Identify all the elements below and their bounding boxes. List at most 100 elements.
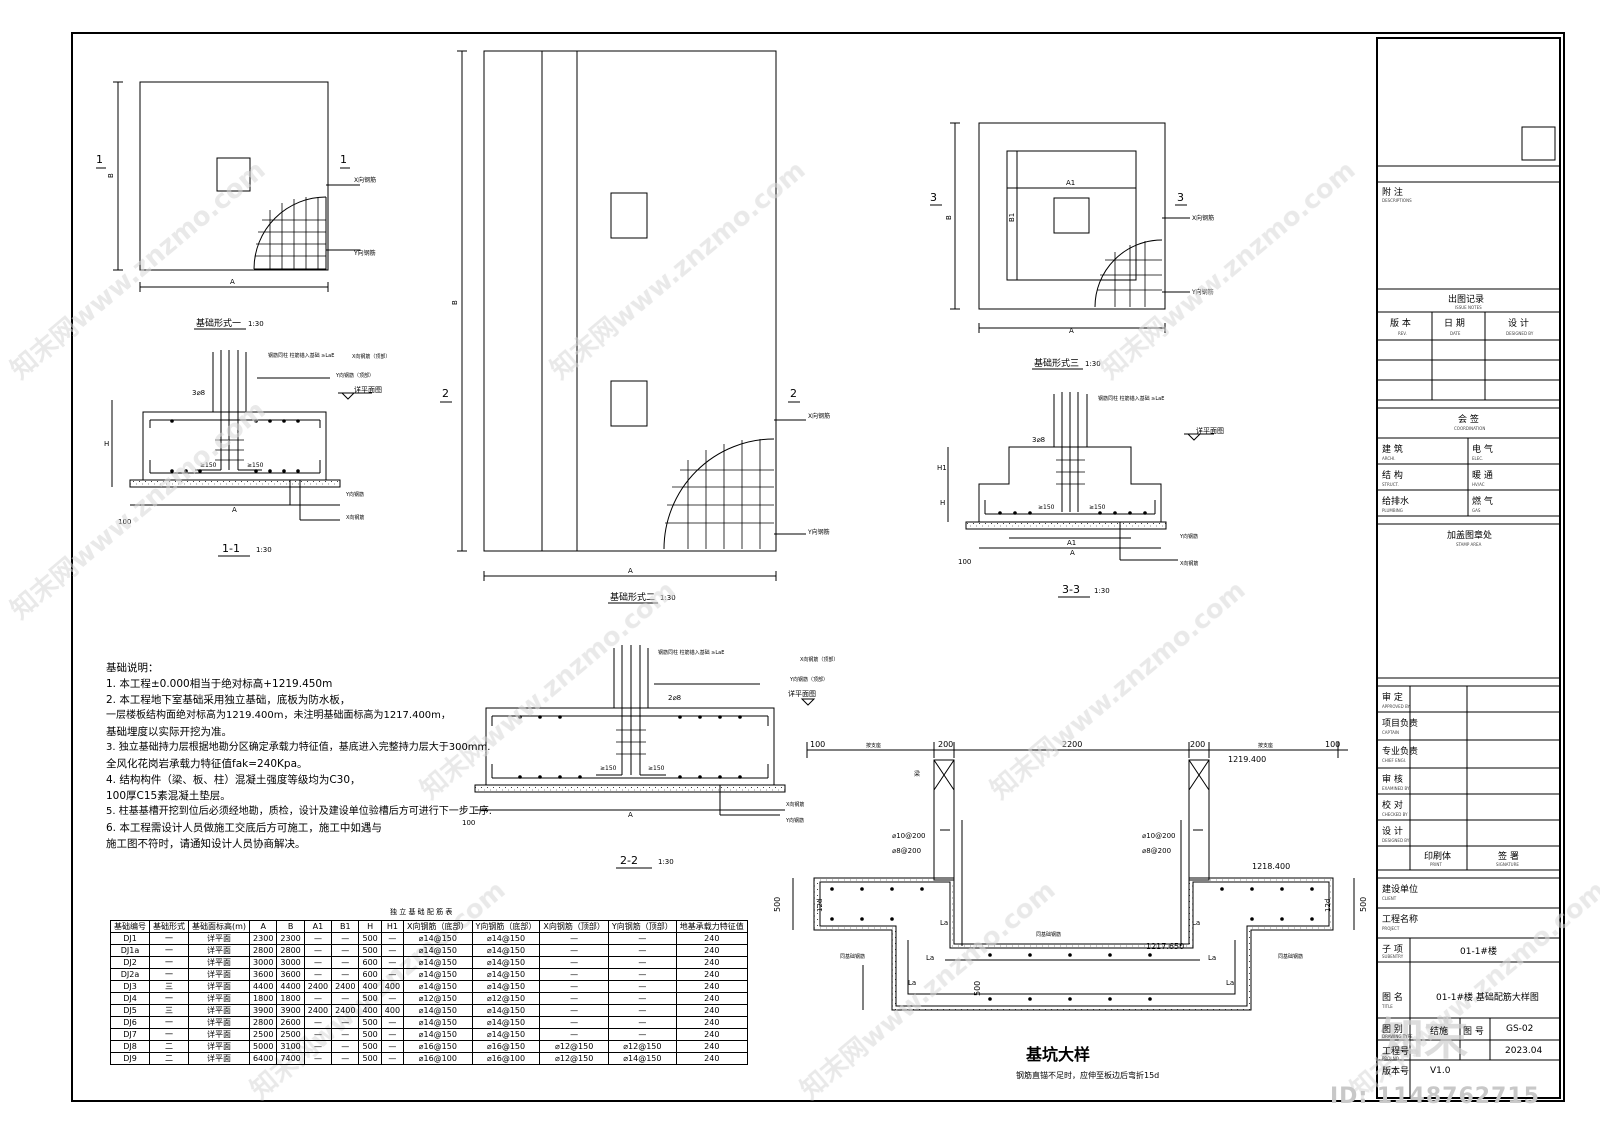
schedule-cell: ⌀14@150 <box>403 1028 473 1041</box>
col-header: B <box>276 920 305 933</box>
schedule-cell: ⌀14@150 <box>403 944 473 957</box>
schedule-cell: 详平面 <box>187 956 251 969</box>
schedule-cell: — <box>607 932 677 945</box>
tb-arch-en: ARCHI. <box>1382 456 1396 461</box>
schedule-cell: 3900 <box>276 1004 305 1017</box>
watermark-logo: 知末 <box>1380 1014 1468 1065</box>
schedule-cell: — <box>303 1040 333 1053</box>
form3-x-bar: X向钢筋 <box>1192 214 1214 222</box>
schedule-cell: 一 <box>149 944 189 957</box>
form1-scale: 1:30 <box>248 320 264 328</box>
schedule-cell: ⌀14@150 <box>471 968 541 981</box>
notes-line-11: 施工图不符时，请通知设计人员协商解决。 <box>106 838 306 850</box>
tb-projno: 工程号 <box>1382 1047 1410 1057</box>
schedule-cell: 500 <box>358 944 382 957</box>
schedule-cell: 240 <box>675 1040 748 1053</box>
form3-plan <box>930 122 1190 333</box>
tb-examined: 审 核 <box>1382 775 1403 785</box>
notes-line-7: 4. 结构构件（梁、板、柱）混凝土强度等级均为C30， <box>106 774 361 786</box>
schedule-cell: 2500 <box>249 1028 278 1041</box>
schedule-cell: — <box>303 932 333 945</box>
schedule-cell: 三 <box>149 980 189 993</box>
schedule-cell: 400 <box>358 980 382 993</box>
sec22-ge150-r: ≥150 <box>648 765 665 772</box>
col-header: B1 <box>331 920 360 933</box>
schedule-cell: 详平面 <box>187 932 251 945</box>
schedule-cell: 2800 <box>249 1016 278 1029</box>
notes-line-2: 2. 本工程地下室基础采用独立基础，底板为防水板， <box>106 694 351 706</box>
notes-line-5: 3. 独立基础持力层根据地勘分区确定承载力特征值，基底进入完整持力层大于300m… <box>106 742 491 753</box>
col-header: Y向钢筋（底部） <box>471 920 541 933</box>
schedule-cell: ⌀14@150 <box>471 956 541 969</box>
tb-struct: 结 构 <box>1382 471 1403 481</box>
notes-line-8: 100厚C15素混凝土垫层。 <box>106 790 231 802</box>
schedule-cell: ⌀14@150 <box>403 980 473 993</box>
schedule-cell: — <box>539 1016 609 1029</box>
schedule-cell: ⌀12@150 <box>471 992 541 1005</box>
sec22-dim-a: A <box>628 811 633 819</box>
schedule-cell: — <box>539 1028 609 1041</box>
schedule-cell: 500 <box>358 1016 382 1029</box>
pit-bar-1-r: ⌀10@200 <box>1142 832 1175 840</box>
notes-line-10: 6. 本工程需设计人员做施工交底后方可施工，施工中如遇与 <box>106 822 382 834</box>
schedule-cell: ⌀14@150 <box>403 1004 473 1017</box>
schedule-cell: ⌀14@150 <box>471 980 541 993</box>
schedule-cell: 2400 <box>303 980 333 993</box>
tb-project-en: PROJECT <box>1382 926 1400 931</box>
pit-title: 基坑大样 <box>1025 1045 1090 1064</box>
sec11-y-bot: Y向钢筋 <box>345 491 364 498</box>
schedule-cell: — <box>331 1016 360 1029</box>
form1-title: 基础形式一 <box>196 317 241 329</box>
tb-checked-en: CHECKED BY <box>1382 812 1408 817</box>
schedule-cell: ⌀12@150 <box>403 992 473 1005</box>
tb-approved: 审 定 <box>1382 693 1403 703</box>
schedule-cell: 3000 <box>249 956 278 969</box>
pit-dim-100-r: 100 <box>1325 740 1340 749</box>
pit-dim-100-l: 100 <box>810 740 825 749</box>
schedule-cell: 240 <box>675 932 748 945</box>
schedule-cell: — <box>303 992 333 1005</box>
schedule-cell: ⌀14@150 <box>471 932 541 945</box>
pit-bar-2-l: ⌀8@200 <box>892 847 921 855</box>
pit-dim-2200: 2200 <box>1062 740 1082 749</box>
section-22-bars <box>518 715 742 779</box>
schedule-cell: 一 <box>149 968 189 981</box>
notes-line-1: 1. 本工程±0.000相当于绝对标高+1219.450m <box>106 678 333 690</box>
tb-designed-en: DESIGNED BY <box>1506 331 1534 336</box>
schedule-cell: 600 <box>358 956 382 969</box>
sec33-dim-100: 100 <box>958 558 971 566</box>
tb-gas: 燃 气 <box>1472 497 1493 507</box>
sec11-x-top: X向钢筋（顶部） <box>352 353 390 360</box>
col-header: 基础面标高(m) <box>187 920 251 933</box>
schedule-cell: 240 <box>675 1004 748 1017</box>
schedule-cell: 详平面 <box>187 944 251 957</box>
schedule-cell: 400 <box>380 980 405 993</box>
notes-title: 基础说明： <box>106 662 159 674</box>
schedule-cell: 7400 <box>276 1052 305 1065</box>
tb-checked: 校 对 <box>1382 801 1403 811</box>
schedule-cell: 1800 <box>276 992 305 1005</box>
schedule-cell: DJ1a <box>110 944 150 957</box>
watermark-3: 知末网www.znzmo.com <box>1095 155 1361 385</box>
notes-line-3: 一层楼板结构面绝对标高为1219.400m，未注明基础面标高为1217.400m… <box>106 710 451 721</box>
form2-dim-a: A <box>628 567 633 575</box>
schedule-cell: 2400 <box>331 980 360 993</box>
section-11 <box>111 350 372 521</box>
tb-stamp-en: STAMP AREA <box>1456 542 1482 547</box>
tb-title-en: TITLE <box>1382 1004 1393 1009</box>
schedule-cell: DJ8 <box>110 1040 150 1053</box>
sec11-dim-100: 100 <box>118 518 131 526</box>
schedule-cell: — <box>331 1040 360 1053</box>
section-22 <box>474 645 816 816</box>
sec22-ge150-l: ≥150 <box>600 765 617 772</box>
tb-coord: 会 签 <box>1458 415 1479 425</box>
sec11-ge150-l: ≥150 <box>200 462 217 469</box>
pit-note: 钢筋直锚不足时，应伸至板边后弯折15d <box>1016 1070 1159 1080</box>
schedule-cell: 2300 <box>249 932 278 945</box>
tb-date-val: 2023.04 <box>1505 1046 1543 1056</box>
schedule-cell: — <box>539 992 609 1005</box>
schedule-cell: 详平面 <box>187 992 251 1005</box>
tb-signature-en: SIGNATURE <box>1496 862 1519 867</box>
sec22-title: 2-2 <box>620 854 638 867</box>
